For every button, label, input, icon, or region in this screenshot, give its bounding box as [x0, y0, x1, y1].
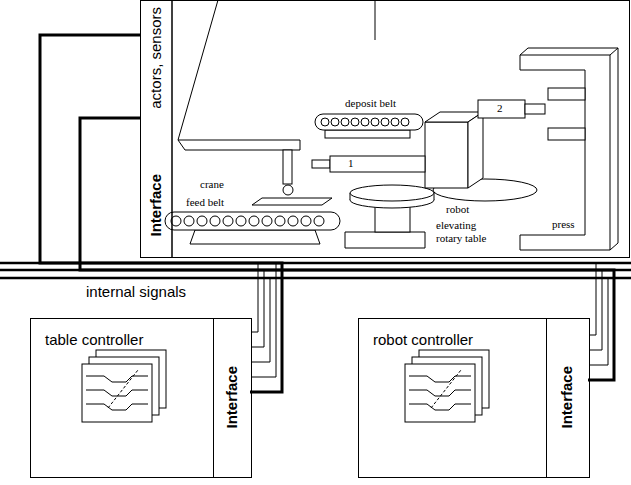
signal-wire — [252, 278, 270, 362]
part-label: crane — [200, 178, 224, 191]
deposit-belt — [315, 114, 423, 130]
feed-belt-roller — [249, 216, 259, 226]
timing-sheet — [82, 364, 152, 422]
robot-body — [425, 122, 468, 188]
table-disk — [350, 185, 434, 201]
interface-strip: Interface — [546, 318, 588, 478]
feed-belt-roller — [262, 216, 272, 226]
press-die — [548, 128, 585, 140]
signal-wire — [590, 270, 602, 350]
crane-frame — [178, 0, 218, 140]
label-holder: robot — [446, 203, 469, 216]
feed-belt-base — [190, 230, 320, 244]
press-frame — [520, 48, 618, 250]
bus-connector — [80, 118, 614, 380]
text-holder: table controller — [45, 331, 143, 348]
deposit-belt-base — [325, 130, 410, 138]
signal-wire — [590, 278, 608, 365]
deposit-belt-roller — [381, 118, 389, 126]
feed-belt-roller — [275, 216, 285, 226]
timing-arrow — [431, 370, 461, 408]
timing-wave — [409, 376, 471, 382]
crane-frame — [375, 0, 376, 40]
label-holder: crane — [200, 178, 224, 191]
label-holder: internal signals — [86, 283, 186, 300]
label-holder: press — [552, 218, 575, 231]
feed-belt — [165, 212, 340, 230]
part-label: internal signals — [86, 283, 186, 300]
deposit-belt-roller — [361, 118, 369, 126]
deposit-belt-roller — [371, 118, 379, 126]
interface-label: Interface — [223, 366, 240, 429]
interface-label: Interface — [147, 174, 164, 237]
part-label: deposit belt — [345, 97, 396, 110]
callout-number: 2 — [497, 102, 503, 115]
part-label: feed belt — [186, 196, 224, 209]
controller-box: table controllerInterface — [30, 318, 252, 478]
feed-belt-roller — [288, 216, 298, 226]
feed-belt-roller — [223, 216, 233, 226]
label-holder: deposit belt — [345, 97, 396, 110]
timing-wave — [409, 404, 471, 410]
table-base — [345, 232, 425, 248]
feed-belt-roller — [314, 216, 324, 226]
controller-box: robot controllerInterface — [358, 318, 590, 478]
timing-arrow — [108, 370, 138, 408]
part-label: elevating rotary table — [436, 219, 498, 244]
label-holder: feed belt — [186, 196, 224, 209]
text-holder: Interface — [558, 366, 575, 429]
deposit-belt-roller — [351, 118, 359, 126]
timing-wave — [409, 390, 471, 396]
feed-belt-roller — [184, 216, 194, 226]
deposit-belt-roller — [401, 118, 409, 126]
node-label: robot controller — [373, 331, 473, 348]
text-holder: actors, sensors — [147, 7, 164, 109]
robot-arm — [330, 156, 425, 172]
text-holder: robot controller — [373, 331, 473, 348]
signal-wire — [252, 263, 276, 377]
interface-strip-border — [171, 0, 173, 258]
deposit-belt-roller — [341, 118, 349, 126]
robot-arm — [478, 100, 525, 118]
deposit-belt-roller — [321, 118, 329, 126]
node-label: table controller — [45, 331, 143, 348]
timing-wave — [86, 404, 148, 410]
interface-label: Interface — [558, 366, 575, 429]
feed-belt-roller — [236, 216, 246, 226]
feed-belt-roller — [197, 216, 207, 226]
press-frame — [520, 55, 610, 250]
timing-wave — [86, 390, 148, 396]
press-frame — [610, 48, 618, 55]
robot-body — [468, 112, 483, 188]
crane-joint — [283, 185, 293, 195]
crane-rail — [178, 140, 300, 150]
part-label: press — [552, 218, 575, 231]
robot-arm-gripper — [525, 104, 545, 114]
signal-wire — [252, 263, 258, 332]
label-holder: 1 — [348, 157, 354, 170]
deposit-belt-roller — [331, 118, 339, 126]
crane-arm — [283, 150, 292, 184]
label-holder: elevating rotary table — [436, 219, 498, 244]
signal-bus — [0, 277, 631, 280]
part-label: robot — [446, 203, 469, 216]
feed-belt-roller — [301, 216, 311, 226]
timing-wave — [86, 376, 148, 382]
robot-arm-gripper — [312, 160, 330, 168]
deposit-belt-roller — [391, 118, 399, 126]
callout-number: 1 — [348, 157, 354, 170]
label-holder: 2 — [497, 102, 503, 115]
feed-belt-roller — [210, 216, 220, 226]
interface-strip: Interface — [213, 318, 250, 478]
node-label: actors, sensors — [147, 7, 164, 109]
text-holder: Interface — [223, 366, 240, 429]
timing-sheet — [405, 364, 475, 422]
text-holder: Interface — [147, 174, 164, 237]
signal-wire — [590, 263, 596, 335]
signal-wire — [252, 270, 264, 347]
crane-gripper — [252, 198, 332, 205]
press-die — [548, 88, 585, 100]
